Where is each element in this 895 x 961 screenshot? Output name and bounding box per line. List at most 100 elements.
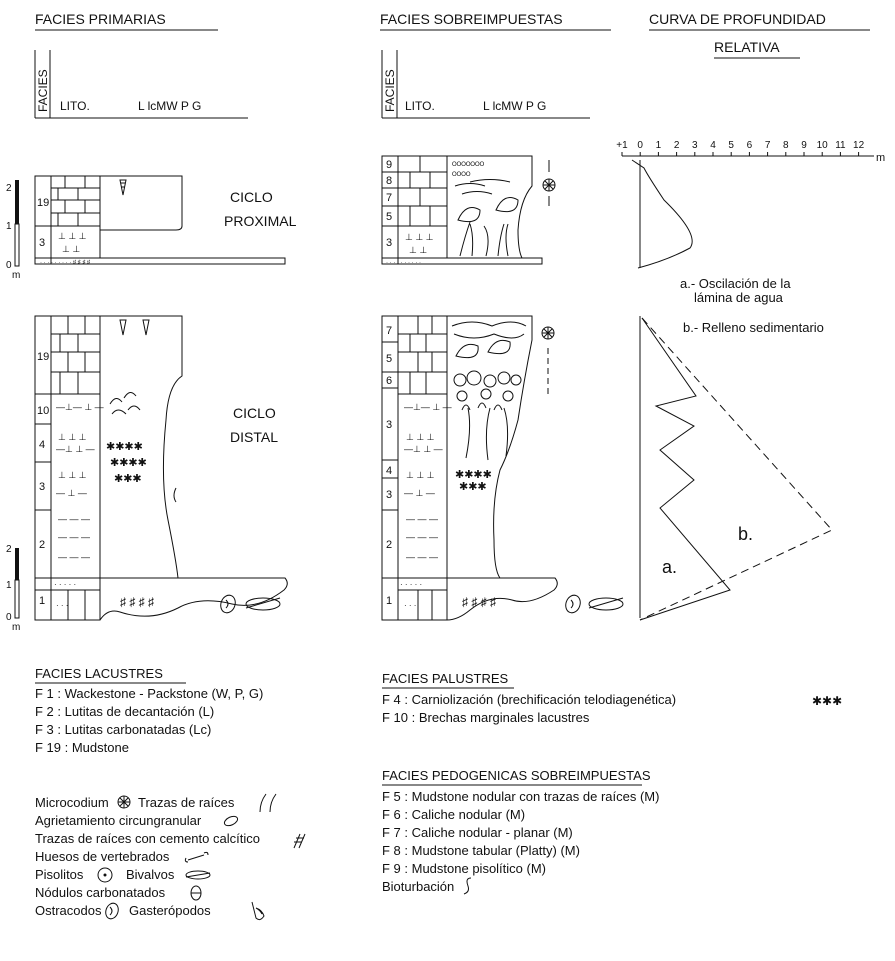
ostracod-icon (563, 593, 582, 615)
scale-2: 2 (6, 183, 12, 194)
svg-text:— ⊥ —: — ⊥ — (404, 488, 435, 498)
svg-text:✱✱✱✱: ✱✱✱✱ (455, 469, 492, 481)
svg-text:—⊥— ⊥ —: —⊥— ⊥ — (404, 402, 452, 412)
svg-text:— — —: — — — (58, 532, 90, 542)
ostracod-icon (104, 901, 121, 920)
distal-overprint-label-7: 2 (386, 539, 392, 551)
proximal-primary-label-2: 3 (39, 237, 45, 249)
distal-primary-column: 2 1 0 m —⊥— ⊥ — ⊥ ⊥ ⊥ —⊥ ⊥ — ⊥ ⊥ ⊥ — ⊥ —… (6, 316, 287, 633)
legend-item: F 1 : Wackestone - Packstone (W, P, G) (35, 686, 263, 701)
cycle-distal-2: DISTAL (230, 429, 278, 445)
legend-symbol-label: Gasterópodos (129, 903, 211, 918)
distal-primary-label-3: 4 (39, 439, 45, 451)
legend-item: F 6 : Caliche nodular (M) (382, 807, 525, 822)
facies-label: FACIES (383, 69, 397, 112)
curve-legend-a2: lámina de agua (694, 290, 784, 305)
curve-legend-b: b.- Relleno sedimentario (683, 320, 824, 335)
heading-overprint: FACIES SOBREIMPUESTAS (380, 11, 563, 27)
heading-curve-2: RELATIVA (714, 39, 780, 55)
proximal-depth-curve (632, 160, 692, 268)
svg-text:—⊥ ⊥ —: —⊥ ⊥ — (404, 444, 443, 454)
column-header-overprint: FACIES LITO. L lcMW P G (382, 50, 590, 118)
texture-label: L lcMW P G (138, 99, 201, 113)
pisolite-icon (98, 868, 112, 882)
svg-text:✱✱✱✱: ✱✱✱✱ (106, 441, 143, 453)
svg-text:· · ·: · · · (56, 601, 68, 610)
depth-unit: m (876, 152, 885, 164)
svg-text:♯ ♯ ♯ ♯: ♯ ♯ ♯ ♯ (462, 595, 496, 609)
svg-text:⊥ ⊥ ⊥: ⊥ ⊥ ⊥ (406, 470, 435, 480)
legend-symbol-label: Trazas de raíces (138, 795, 235, 810)
bivalve-icon (589, 598, 623, 610)
legend-item: F 4 : Carniolización (brechificación tel… (382, 692, 676, 707)
carniolization-icon: ✱✱✱ (812, 694, 842, 708)
distal-overprint-label-1: 7 (386, 325, 392, 337)
svg-text:⊥ ⊥ ⊥: ⊥ ⊥ ⊥ (406, 432, 435, 442)
legend-symbols: Microcodium Trazas de raíces Agrietamien… (35, 794, 305, 921)
proximal-overprint-label-4: 5 (386, 211, 392, 223)
curve-label-a: a. (662, 557, 677, 577)
svg-text:⊥ ⊥ ⊥: ⊥ ⊥ ⊥ (58, 470, 87, 480)
depth-tick-label: 9 (801, 140, 807, 151)
legend-item: F 9 : Mudstone pisolítico (M) (382, 861, 546, 876)
cycle-distal-1: CICLO (233, 405, 276, 421)
svg-text:— — —: — — — (58, 514, 90, 524)
microcodium-icon (118, 796, 130, 808)
legend-item: Bioturbación (382, 879, 454, 894)
legend-pedogenic: FACIES PEDOGENICAS SOBREIMPUESTAS F 5 : … (382, 768, 659, 894)
svg-text:· · · · · · · · · ♯ ♯ ♯ ♯: · · · · · · · · · ♯ ♯ ♯ ♯ (40, 259, 90, 266)
lito-label: LITO. (60, 99, 90, 113)
ostracod-icon (218, 593, 237, 615)
depth-tick-label: 10 (817, 140, 829, 151)
microcodium-icon (543, 160, 555, 206)
curve-label-b: b. (738, 524, 753, 544)
scale-2: 2 (6, 544, 12, 555)
svg-text:⊥ ⊥: ⊥ ⊥ (409, 245, 427, 255)
depth-axis: +10123456789101112 m (616, 140, 885, 164)
legend-title: FACIES LACUSTRES (35, 666, 163, 681)
legend-symbol-label: Agrietamiento circungranular (35, 813, 202, 828)
svg-text:✱✱✱✱: ✱✱✱✱ (110, 457, 147, 469)
svg-text:⊥ ⊥ ⊥: ⊥ ⊥ ⊥ (58, 231, 87, 241)
cycle-proximal-2: PROXIMAL (224, 213, 297, 229)
depth-tick-label: 6 (747, 140, 753, 151)
proximal-overprint-label-3: 7 (386, 192, 392, 204)
depth-tick-label: 7 (765, 140, 771, 151)
svg-text:— — —: — — — (406, 532, 438, 542)
bivalve-icon (246, 598, 280, 610)
legend-palustrine: FACIES PALUSTRES F 4 : Carniolización (b… (382, 671, 842, 725)
distal-overprint-column: —⊥— ⊥ — ⊥ ⊥ ⊥ —⊥ ⊥ — ⊥ ⊥ ⊥ — ⊥ — — — — —… (382, 316, 557, 620)
nodule-icon (191, 886, 201, 900)
legend-symbol-label: Ostracodos (35, 903, 102, 918)
depth-tick-label: 1 (656, 140, 662, 151)
distal-primary-label-5: 2 (39, 539, 45, 551)
root-traces-icon (260, 794, 276, 812)
scale-unit: m (12, 622, 20, 633)
depth-tick-label: 4 (710, 140, 716, 151)
distal-overprint-label-3: 6 (386, 375, 392, 387)
heading-primary: FACIES PRIMARIAS (35, 11, 166, 27)
distal-overprint-label-5: 4 (386, 465, 392, 477)
svg-text:— ⊥ —: — ⊥ — (56, 488, 87, 498)
legend-symbol-label: Nódulos carbonatados (35, 885, 166, 900)
proximal-overprint-label-1: 9 (386, 159, 392, 171)
svg-text:· · · · ·: · · · · · (400, 580, 422, 589)
gastropod-icon (252, 902, 264, 920)
scale-1: 1 (6, 580, 12, 591)
legend-symbol-label: Microcodium (35, 795, 109, 810)
microcodium-icon (542, 327, 554, 339)
legend-symbol-label: Pisolitos (35, 867, 84, 882)
legend-item: F 5 : Mudstone nodular con trazas de raí… (382, 789, 659, 804)
proximal-primary-label-1: 19 (37, 197, 49, 209)
texture-label: L lcMW P G (483, 99, 546, 113)
distal-overprint-label-8: 1 (386, 595, 392, 607)
calcitic-root-icon (294, 834, 305, 848)
svg-text:⊥ ⊥: ⊥ ⊥ (62, 244, 80, 254)
depth-tick-label: 11 (835, 140, 846, 151)
distal-overprint-label-4: 3 (386, 419, 392, 431)
heading-curve-1: CURVA DE PROFUNDIDAD (649, 11, 826, 27)
legend-item: F 19 : Mudstone (35, 740, 129, 755)
curve-legend-a: a.- Oscilación de la (680, 276, 791, 291)
legend-item: F 3 : Lutitas carbonatadas (Lc) (35, 722, 211, 737)
